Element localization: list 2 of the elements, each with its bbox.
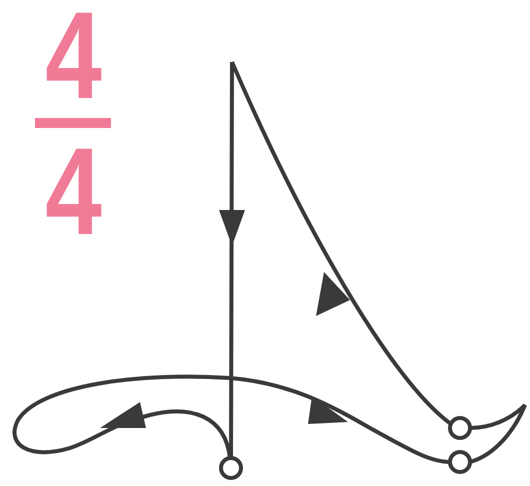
time-signature-denominator: 4 (44, 136, 102, 248)
time-signature-numerator: 4 (44, 0, 102, 112)
